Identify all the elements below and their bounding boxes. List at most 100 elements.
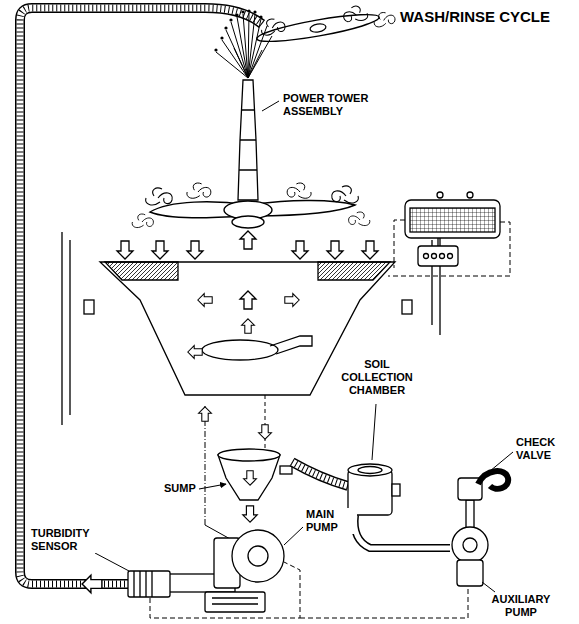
upper-spray-arm: [309, 23, 326, 34]
auxiliary-pump: [457, 560, 483, 586]
control-module: [410, 208, 495, 232]
soil-collection-chamber: [292, 462, 348, 486]
power-tower-spray: [216, 13, 272, 78]
wiring: [394, 220, 405, 268]
main-pump: [212, 598, 258, 604]
upper-spray-arm: [373, 11, 396, 28]
power-tower-spray: [214, 9, 272, 78]
wiring: [150, 562, 300, 618]
control-module: [432, 254, 437, 259]
drain-hose: [82, 575, 102, 593]
lower-spray-arm: [146, 188, 173, 205]
flow-arrows: [240, 231, 256, 249]
leader-line: [484, 452, 513, 476]
part-label: POWER TOWER ASSEMBLY: [282, 92, 374, 118]
tub: [318, 262, 390, 280]
soil-collection-chamber: [355, 515, 450, 548]
flow-arrows: [362, 241, 378, 259]
auxiliary-pump: [452, 527, 488, 563]
control-module: [437, 238, 438, 246]
power-tower-spray: [220, 36, 223, 39]
flow-arrows: [292, 241, 308, 259]
power-tower-spray: [247, 9, 250, 12]
tub: [62, 232, 70, 425]
power-tower: [238, 80, 258, 200]
wiring: [300, 586, 468, 618]
leader-line: [482, 582, 495, 592]
soil-collection-chamber: [292, 462, 348, 486]
flow-arrow: [244, 471, 257, 485]
sump: [218, 449, 292, 500]
leader-line: [262, 101, 279, 111]
tub: [270, 336, 312, 354]
leader-line: [372, 404, 376, 460]
turbidity-sensor: [134, 571, 152, 597]
flow-lines: [205, 405, 206, 525]
flow-arrow: [243, 506, 257, 522]
soil-collection-chamber: [355, 515, 450, 548]
flow-arrows: [242, 319, 255, 333]
lower-spray-arm: [132, 214, 153, 228]
soil-collection-chamber: [292, 462, 450, 548]
tub: [202, 340, 278, 360]
power-tower-spray: [214, 48, 217, 51]
part-label: MAIN PUMP: [305, 508, 357, 534]
power-tower-spray: [214, 9, 262, 51]
wiring: [150, 220, 510, 618]
control-module: [440, 254, 445, 259]
leader-arrow: [199, 484, 226, 489]
upper-spray-arm: [342, 4, 368, 23]
main-pump: [248, 546, 268, 566]
main-pump: [168, 530, 284, 612]
flow-arrows: [285, 294, 299, 307]
soil-collection-chamber: [348, 464, 392, 476]
part-label: SOIL COLLECTION CHAMBER: [336, 358, 418, 397]
leader-line: [95, 553, 129, 571]
part-label: SUMP: [163, 482, 197, 495]
control-module: [448, 254, 453, 259]
power-tower-spray: [224, 26, 227, 29]
flow-arrows: [117, 231, 378, 358]
leader-line: [284, 527, 303, 545]
sump: [280, 466, 292, 474]
control-module: [418, 246, 458, 266]
part-label: AUXILIARY PUMP: [480, 593, 562, 619]
diagram-title: WASH/RINSE CYCLE: [400, 8, 550, 26]
flow-lines: [265, 395, 266, 450]
soil-collection-chamber: [292, 462, 348, 486]
flow-arrows: [198, 294, 212, 307]
power-tower-spray: [253, 10, 256, 13]
auxiliary-pump: [452, 527, 488, 586]
power-tower-spray: [241, 10, 244, 13]
upper-spray-arm: [260, 17, 286, 36]
soil-collection-chamber: [392, 484, 400, 496]
flow-arrow: [199, 407, 212, 421]
power-tower: [238, 80, 258, 200]
power-tower: [239, 110, 257, 170]
check-valve: [478, 471, 508, 489]
lower-spray-arm: [332, 186, 359, 203]
lower-spray-arm: [232, 216, 264, 228]
control-module: [405, 200, 500, 238]
lower-spray-arm: [132, 183, 370, 228]
tub: [84, 300, 94, 314]
sump: [218, 455, 280, 500]
flow-arrows: [187, 241, 203, 259]
control-module: [467, 192, 473, 198]
flow-arrows: [117, 241, 133, 259]
control-module: [437, 192, 443, 198]
flow-arrows: [188, 346, 202, 359]
lower-spray-arm: [349, 212, 370, 226]
power-tower-spray: [259, 15, 262, 18]
main-pump: [205, 592, 265, 612]
lower-spray-arm: [187, 183, 211, 198]
tub: [105, 262, 178, 280]
tub: [402, 300, 412, 314]
lower-spray-arm: [287, 183, 311, 198]
tub: [62, 232, 440, 425]
sump: [218, 449, 280, 461]
check-valve: [466, 500, 474, 528]
